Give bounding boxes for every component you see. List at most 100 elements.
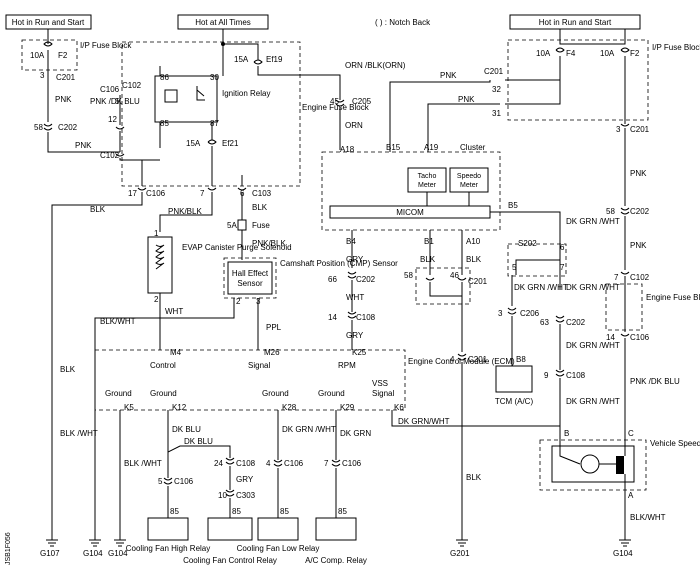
engine-fuse-block-right-label: Engine Fuse Block xyxy=(646,293,700,302)
pin-label: B8 xyxy=(516,355,526,364)
pin-label: B4 xyxy=(346,237,356,246)
pin-label: 7 xyxy=(560,263,565,272)
pin-label: 2 xyxy=(154,295,159,304)
connector-label: 58 xyxy=(34,123,43,132)
ground-splice xyxy=(415,267,471,305)
wire-label: GRY xyxy=(346,255,364,264)
wire-label: PNK xyxy=(630,169,647,178)
connector-label: C205 xyxy=(352,97,372,106)
connector-label: C106 xyxy=(146,189,166,198)
connector-label: C201 xyxy=(630,125,650,134)
legend-notch-back: ( ) : Notch Back xyxy=(375,18,431,27)
pin-label: 58 xyxy=(404,271,413,280)
relay-pin: 87 xyxy=(210,119,219,128)
pin-label: 32 xyxy=(492,85,501,94)
pin-label: 3 xyxy=(616,125,621,134)
vss-label: Vehicle Speed Sensor (VSS) (M/T) xyxy=(650,439,700,448)
pin-label: 17 xyxy=(128,189,137,198)
pin-label: 1 xyxy=(154,229,159,238)
wire-label: PNK /DK BLU xyxy=(90,97,140,106)
fuse-icon xyxy=(43,41,53,47)
hall-sensor-label: Sensor xyxy=(237,279,263,288)
hall-effect-sensor xyxy=(227,261,273,295)
fuse-name-label: F4 xyxy=(566,49,576,58)
ground-icon xyxy=(46,510,58,547)
relay-label: Cooling Fan Control Relay xyxy=(183,556,277,565)
tacho-label: Meter xyxy=(418,182,437,189)
wire-label: PNK xyxy=(75,141,92,150)
tcm-label: TCM (A/C) xyxy=(495,397,534,406)
connector-label: C108 xyxy=(566,371,586,380)
wire-label: DK GRN/WHT xyxy=(398,417,450,426)
ground-label: G201 xyxy=(450,549,470,558)
tacho-meter xyxy=(407,167,447,193)
ecm-terminal-label: Ground xyxy=(318,389,345,398)
pin-label: 3 xyxy=(40,71,45,80)
ground-icon xyxy=(114,510,126,547)
ip-fuse-block-right-label: I/P Fuse Block xyxy=(652,43,700,52)
engine-fuse-block-label: Engine Fuse Block xyxy=(302,103,370,112)
pin-label: 46 xyxy=(450,271,459,280)
ecm-terminal: M4 xyxy=(170,348,182,357)
relay-pin: 85 xyxy=(160,119,169,128)
relay-label: A/C Comp. Relay xyxy=(305,556,367,565)
ecm-terminal-label: Signal xyxy=(248,361,270,370)
wire-label: BLK/WHT xyxy=(630,513,666,522)
cooling-fan-high-relay xyxy=(147,517,189,541)
wire-label: DK GRN /WHT xyxy=(566,283,620,292)
pin-label: A10 xyxy=(466,237,481,246)
cooling-fan-low-relay xyxy=(257,517,299,541)
wire-label: PNK xyxy=(440,71,457,80)
wire-label: BLK xyxy=(252,203,268,212)
fuse-amp-label: 10A xyxy=(600,49,615,58)
vss-boundary xyxy=(539,439,647,491)
relay-label: Cooling Fan Low Relay xyxy=(237,544,320,553)
connector-label: C202 xyxy=(630,207,650,216)
ground-label: G104 xyxy=(613,549,633,558)
relay-label: Ignition Relay xyxy=(222,89,270,98)
micom-label: MICOM xyxy=(396,208,424,217)
pin-label: B15 xyxy=(386,143,401,152)
pin-label: 5 xyxy=(115,97,120,106)
fuse-name-label: Ef19 xyxy=(266,55,283,64)
ecm-terminal: K6 xyxy=(394,403,404,412)
connector-label: C106 xyxy=(100,85,120,94)
wire-label: ORN xyxy=(345,121,363,130)
connector-label: C201 xyxy=(56,73,76,82)
ecm-terminal-label: Ground xyxy=(262,389,289,398)
pin-label: 10 xyxy=(218,491,227,500)
connector-label: C103 xyxy=(252,189,272,198)
pin-label: 4 xyxy=(266,459,271,468)
pin-label: 14 xyxy=(606,333,615,342)
ecm-terminal: K28 xyxy=(282,403,297,412)
relay-label: Cooling Fan High Relay xyxy=(126,544,211,553)
cmp-sensor-boundary xyxy=(223,257,277,299)
tacho-label: Tacho xyxy=(418,173,437,180)
ground-label: G104 xyxy=(108,549,128,558)
pin-label: 7 xyxy=(614,273,619,282)
ground-icon xyxy=(89,510,101,547)
relay-pin: 86 xyxy=(160,73,169,82)
connector-label: C201 xyxy=(484,67,504,76)
pin-label: B xyxy=(564,429,569,438)
hall-sensor-label: Hall Effect xyxy=(232,269,269,278)
pin-label: 6 xyxy=(560,243,565,252)
fuse-amp-label: 10A xyxy=(536,49,551,58)
wire-label: GRY xyxy=(346,331,364,340)
ground-icon xyxy=(619,539,631,547)
pin-label: 85 xyxy=(232,507,241,516)
ecm-terminal: K29 xyxy=(340,403,355,412)
cooling-fan-control-relay xyxy=(207,517,253,541)
connector-label: C108 xyxy=(356,313,376,322)
pin-label: B5 xyxy=(508,201,518,210)
ecm-terminal-label: Control xyxy=(150,361,176,370)
wire-label: BLK xyxy=(60,365,76,374)
fuse-name-label: F2 xyxy=(630,49,640,58)
pin-label: 9 xyxy=(544,371,549,380)
header-hot-run-start-right xyxy=(509,14,641,30)
cluster xyxy=(321,151,501,231)
connector-label: C106 xyxy=(174,477,194,486)
wire-label: BLK /WHT xyxy=(124,459,162,468)
pin-label: 5 xyxy=(512,263,517,272)
pin-label: 4 xyxy=(450,355,455,364)
